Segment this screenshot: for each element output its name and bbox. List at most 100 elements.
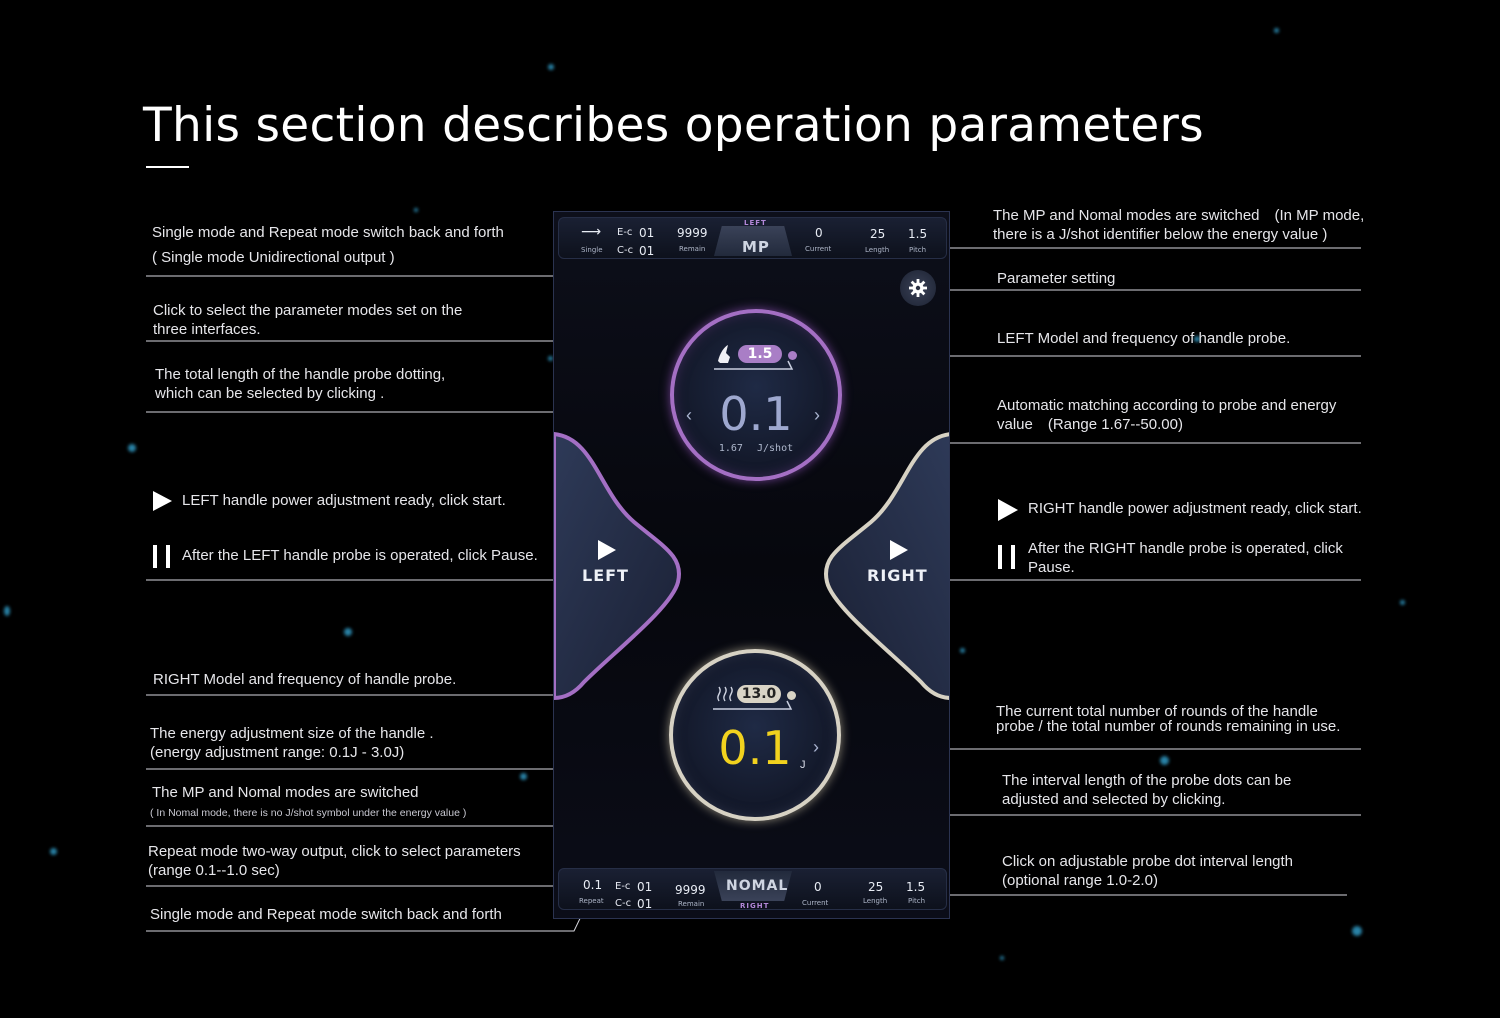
jshot-value: 1.67 xyxy=(718,443,743,454)
right-handle-shape xyxy=(823,432,949,700)
background-star xyxy=(50,848,57,855)
side-label-left: LEFT xyxy=(744,219,767,227)
pitch-value[interactable]: 1.5 xyxy=(908,227,928,241)
right-probe-model[interactable]: 13.0 xyxy=(737,685,781,703)
annotation-repeat-range: (range 0.1--1.0 sec) xyxy=(148,862,280,879)
cc-label: C-c xyxy=(615,898,632,909)
left-probe-indicator xyxy=(788,351,797,360)
annotation-right-pause-2: Pause. xyxy=(1028,559,1075,576)
annotation-pitch-2: (optional range 1.0-2.0) xyxy=(1002,872,1158,889)
background-star xyxy=(1352,926,1362,936)
cc-value[interactable]: 01 xyxy=(637,897,653,911)
background-star xyxy=(1194,336,1200,342)
settings-button[interactable] xyxy=(900,270,936,306)
annotation-interval-2: adjusted and selected by clicking. xyxy=(1002,791,1226,808)
length-value[interactable]: 25 xyxy=(870,227,886,241)
chevron-left-icon[interactable]: ‹ xyxy=(686,405,692,425)
annotation-mp-nomal-top-2: there is a J/shot identifier below the e… xyxy=(993,226,1328,243)
ec-label: E-c xyxy=(615,881,631,892)
background-star xyxy=(1274,28,1279,33)
annotation-left-start: LEFT handle power adjustment ready, clic… xyxy=(182,492,506,509)
annotation-total-length: The total length of the handle probe dot… xyxy=(155,366,446,402)
annotation-param-modes: Click to select the parameter modes set … xyxy=(153,302,463,338)
annotation-right-start: RIGHT handle power adjustment ready, cli… xyxy=(1028,500,1362,517)
title-underline xyxy=(146,166,189,168)
annotation-left-pause: After the LEFT handle probe is operated,… xyxy=(182,547,538,564)
right-start-button[interactable]: RIGHT xyxy=(867,540,928,585)
annotation-rounds-2: probe / the total number of rounds remai… xyxy=(996,718,1341,735)
heat-waves-icon xyxy=(713,686,793,710)
annotation-mp-nomal-bottom: The MP and Nomal modes are switched xyxy=(152,784,419,801)
annotation-right-model: RIGHT Model and frequency of handle prob… xyxy=(153,671,457,688)
ec-value[interactable]: 01 xyxy=(639,226,655,240)
remain-label: Remain xyxy=(678,900,705,908)
pitch-value[interactable]: 1.5 xyxy=(906,880,926,894)
annotation-left-model: LEFT Model and frequency of handle probe… xyxy=(997,330,1291,347)
mode-tab[interactable] xyxy=(714,226,792,256)
play-icon xyxy=(890,540,909,560)
play-icon xyxy=(153,491,172,511)
cc-label: C-c xyxy=(617,245,634,256)
annotation-interval: The interval length of the probe dots ca… xyxy=(1002,772,1292,789)
nomal-mode-toggle[interactable]: NOMAL xyxy=(726,878,789,894)
page-title: This section describes operation paramet… xyxy=(143,98,1204,153)
single-mode-toggle[interactable]: Single xyxy=(581,246,603,254)
pause-icon xyxy=(153,545,171,568)
left-energy-value: 0.1 xyxy=(719,387,793,441)
remain-label: Remain xyxy=(679,245,706,253)
ec-label: E-c xyxy=(617,227,633,238)
left-handle-shape xyxy=(554,432,682,701)
background-star xyxy=(1000,956,1004,960)
cc-value[interactable]: 01 xyxy=(639,244,655,258)
background-star xyxy=(520,773,527,780)
repeat-mode-toggle[interactable]: Repeat xyxy=(579,897,604,905)
jshot-unit: J/shot xyxy=(757,443,794,454)
side-label-right: RIGHT xyxy=(740,902,770,910)
length-label: Length xyxy=(863,897,888,905)
remain-count: 9999 xyxy=(677,226,708,240)
left-start-button[interactable]: LEFT xyxy=(582,540,629,585)
device-screen: ⟶ Single E-c 01 C-c 01 9999 Remain LEFT … xyxy=(553,211,950,919)
face-profile-icon xyxy=(714,345,794,370)
mp-mode-toggle[interactable]: MP xyxy=(742,238,770,256)
annotation-auto-matching: Automatic matching according to probe an… xyxy=(997,397,1337,414)
right-energy-value: 0.1 xyxy=(718,721,792,775)
current-label: Current xyxy=(805,245,832,253)
background-star xyxy=(344,628,352,636)
annotation-single-output: ( Single mode Unidirectional output ) xyxy=(152,249,395,266)
left-handle-label: LEFT xyxy=(582,566,629,585)
ec-value[interactable]: 01 xyxy=(637,880,653,894)
annotation-pitch: Click on adjustable probe dot interval l… xyxy=(1002,853,1294,870)
chevron-right-icon[interactable]: › xyxy=(814,405,820,425)
annotation-parameter-setting: Parameter setting xyxy=(997,270,1116,287)
background-star xyxy=(4,606,10,616)
arrow-right-icon: ⟶ xyxy=(581,224,602,240)
left-jshot-readout: 1.67 J/shot xyxy=(674,443,838,454)
annotation-repeat-two-way: Repeat mode two-way output, click to sel… xyxy=(148,843,521,860)
left-probe-model[interactable]: 1.5 xyxy=(738,345,782,363)
right-energy-dial[interactable]: 13.0 0.1 › J xyxy=(669,649,841,821)
pitch-label: Pitch xyxy=(909,246,927,254)
annotation-auto-matching-2: value (Range 1.67--50.00) xyxy=(997,416,1183,433)
background-star xyxy=(128,444,136,452)
background-star xyxy=(960,648,965,653)
current-count: 0 xyxy=(814,880,822,894)
annotation-single-repeat-top: Single mode and Repeat mode switch back … xyxy=(152,224,504,241)
play-icon xyxy=(598,540,617,560)
background-star xyxy=(1400,600,1405,605)
length-value[interactable]: 25 xyxy=(868,880,884,894)
annotation-single-repeat-bottom: Single mode and Repeat mode switch back … xyxy=(150,906,502,923)
annotation-energy-size: The energy adjustment size of the handle… xyxy=(150,725,434,742)
repeat-interval-value[interactable]: 0.1 xyxy=(583,878,603,892)
annotation-mp-nomal-top: The MP and Nomal modes are switched (In … xyxy=(993,207,1365,224)
background-star xyxy=(1160,756,1169,765)
chevron-right-icon[interactable]: › xyxy=(813,737,819,757)
remain-count: 9999 xyxy=(675,883,706,897)
current-count: 0 xyxy=(815,226,823,240)
annotation-rounds: The current total number of rounds of th… xyxy=(996,703,1318,720)
left-energy-dial[interactable]: 1.5 ‹ 0.1 › 1.67 J/shot xyxy=(670,309,842,481)
background-star xyxy=(414,208,418,212)
right-energy-unit: J xyxy=(800,759,806,771)
play-icon xyxy=(998,499,1018,521)
pitch-label: Pitch xyxy=(908,897,926,905)
